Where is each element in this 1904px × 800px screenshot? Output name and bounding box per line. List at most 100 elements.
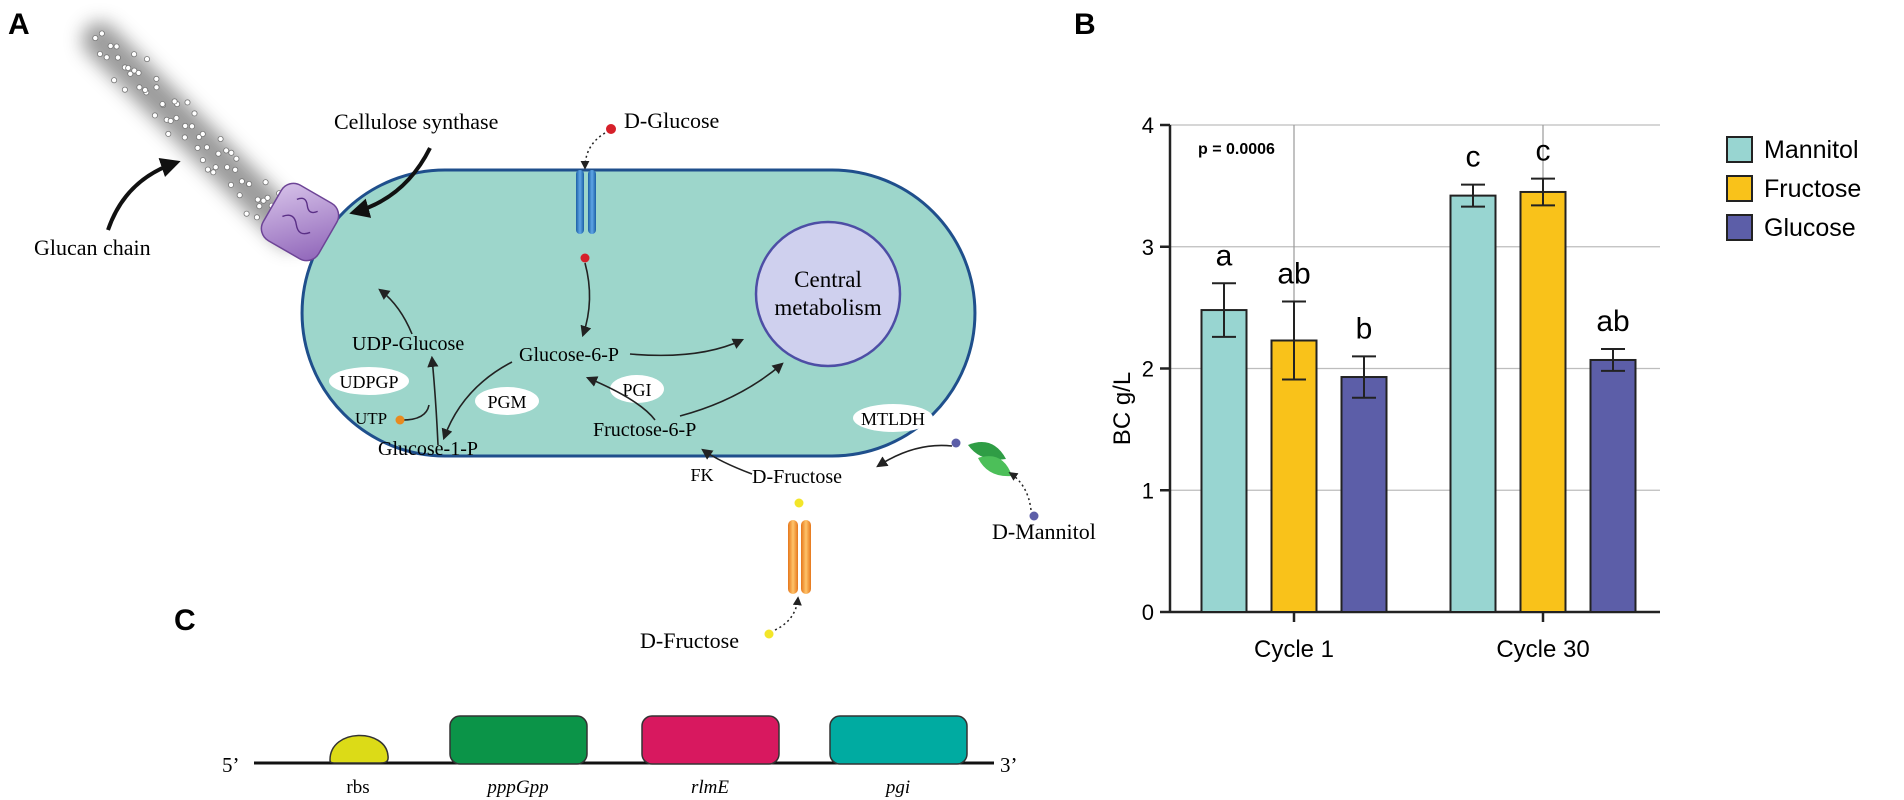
glucan-atom — [171, 98, 178, 105]
enzyme-udpgp: UDPGP — [329, 367, 409, 395]
central-metabolism-label-2: metabolism — [774, 295, 881, 320]
glucan-atom — [260, 197, 267, 204]
rbs-icon — [329, 734, 389, 764]
glucan-atom — [97, 51, 104, 58]
x-tick-label: Cycle 1 — [1254, 636, 1334, 663]
x-tick-label: Cycle 30 — [1496, 636, 1589, 663]
udp-glucose-label: UDP-Glucose — [352, 333, 464, 355]
legend-label-mannitol: Mannitol — [1764, 136, 1859, 164]
significance-letter: c — [1466, 141, 1481, 174]
glucan-atom — [233, 155, 240, 162]
glucan-atom — [127, 70, 134, 77]
glucan-atom — [254, 196, 261, 203]
central-metabolism-label-1: Central — [794, 267, 862, 292]
fructose-inside-icon — [794, 498, 804, 508]
five-prime-label: 5’ — [222, 753, 240, 777]
glucan-atom — [194, 144, 201, 151]
glucan-atom — [143, 56, 150, 63]
glucan-atom — [153, 75, 160, 82]
glucose-6p-label: Glucose-6-P — [519, 344, 619, 366]
bar-mannitol-1 — [1200, 309, 1248, 613]
glucan-atom — [188, 123, 195, 130]
glucan-chain-label: Glucan chain — [34, 235, 151, 260]
glucan-atom — [191, 110, 198, 117]
glucan-atom — [111, 77, 118, 84]
gene-rlme-label: rlmE — [691, 777, 729, 798]
glucan-atom — [113, 43, 120, 50]
glucan-atom — [136, 84, 143, 91]
legend-swatch-glucose — [1726, 214, 1753, 241]
p-value-annotation: p = 0.0006 — [1198, 141, 1275, 158]
glucan-atom — [98, 30, 105, 37]
bar-glucose-2 — [1589, 358, 1637, 614]
y-tick-label: 0 — [1142, 600, 1154, 625]
significance-letter: b — [1356, 312, 1373, 345]
three-prime-label: 3’ — [1000, 753, 1018, 777]
d-fructose-outside-label: D-Fructose — [640, 628, 739, 653]
glucan-atom — [107, 43, 114, 50]
glucan-atom — [142, 87, 149, 94]
glucose-inside-icon — [580, 253, 590, 263]
bar-fructose-1 — [1270, 339, 1318, 613]
glucan-atom — [262, 179, 269, 186]
glucan-atom — [204, 166, 211, 173]
glucan-atom — [135, 69, 142, 76]
glucan-atom — [212, 164, 219, 171]
mannitol-uptake-arrow — [1008, 472, 1032, 511]
glucan-atom — [114, 54, 121, 61]
fructose-6p-label: Fructose-6-P — [593, 419, 696, 441]
glucan-atom — [210, 169, 217, 176]
glucan-atom — [167, 117, 174, 124]
mannitol-outside-icon — [1029, 511, 1039, 521]
glucan-atom — [103, 54, 110, 61]
glucan-atom — [165, 130, 172, 137]
fructose-outside-icon — [764, 629, 774, 639]
y-axis-label: BC g/L — [1109, 372, 1136, 445]
glucan-atom — [238, 178, 245, 185]
glucan-atom — [173, 115, 180, 122]
glucan-atom — [227, 181, 234, 188]
utp-label: UTP — [355, 409, 387, 428]
glucan-atom — [236, 192, 243, 199]
legend-swatch-fructose — [1726, 175, 1753, 202]
svg-text:UDPGP: UDPGP — [339, 372, 398, 392]
enzyme-pgm: PGM — [475, 387, 539, 415]
enzyme-mtldh: MTLDH — [853, 404, 933, 432]
glucan-atom — [224, 164, 231, 171]
enzyme-pgi: PGI — [610, 375, 664, 403]
d-fructose-inside-label: D-Fructose — [752, 466, 842, 488]
fructose-uptake-arrow — [774, 596, 802, 631]
y-tick-label: 4 — [1142, 113, 1154, 138]
glucan-atom — [246, 180, 253, 187]
significance-letter: ab — [1277, 258, 1310, 291]
svg-text:FK: FK — [690, 465, 713, 485]
central-metabolism-node — [754, 220, 902, 368]
fructose-transporter-icon — [788, 520, 811, 594]
d-glucose-molecule-icon — [606, 124, 616, 134]
glucan-atom — [182, 122, 189, 129]
cellulose-synthase-icon — [260, 182, 340, 262]
glucan-atom — [228, 149, 235, 156]
glucan-chain-molecule — [82, 22, 308, 248]
cellulose-synthase-arrow — [349, 147, 432, 218]
glucan-atom — [256, 203, 263, 210]
legend-label-glucose: Glucose — [1764, 214, 1856, 242]
glucan-atom — [232, 166, 239, 173]
legend-label-fructose: Fructose — [1764, 175, 1861, 203]
glucan-atom — [131, 51, 138, 58]
glucan-atom — [264, 194, 271, 201]
glucan-atom — [181, 134, 188, 141]
mannitol-inside-icon — [951, 438, 961, 448]
pathway-arrows — [378, 262, 953, 475]
glucan-atom — [217, 135, 224, 142]
y-tick-label: 3 — [1142, 235, 1154, 260]
enzyme-fk: FK — [679, 460, 725, 488]
glucan-atom — [195, 134, 202, 141]
gene-rlme-box — [641, 715, 780, 765]
utp-molecule-icon — [395, 415, 405, 425]
glucan-atom — [125, 65, 132, 72]
glucan-atom — [223, 147, 230, 154]
significance-letter: ab — [1596, 305, 1629, 338]
